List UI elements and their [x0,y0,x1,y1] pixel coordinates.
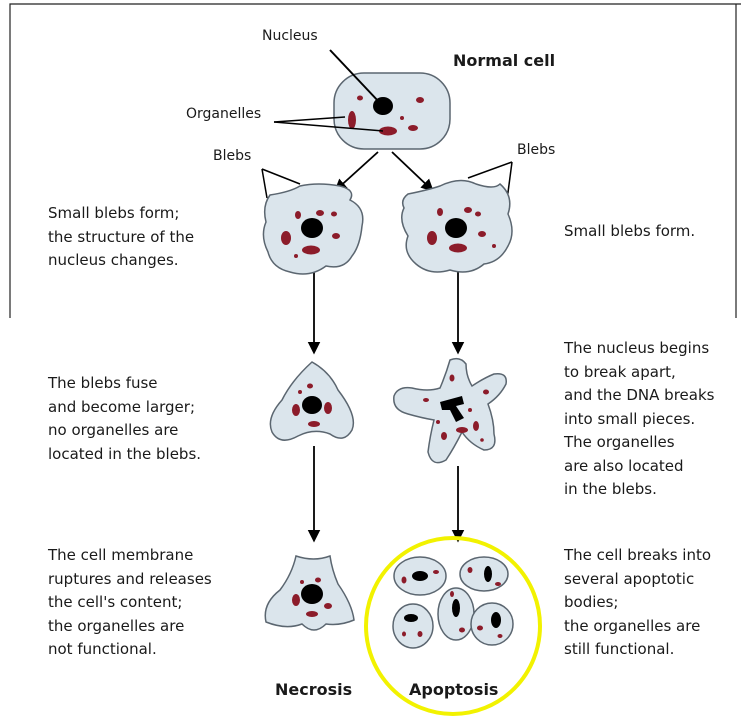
arrow-to-necrosis-stage1 [336,152,378,190]
caption-apoptosis-stage1: Small blebs form. [564,220,695,244]
apoptotic-body-5 [471,603,513,645]
normal-cell [334,73,450,149]
caption-necrosis-stage3: The cell membrane ruptures and releases … [48,544,212,662]
necrosis-label: Necrosis [275,680,352,699]
apoptosis-label: Apoptosis [409,680,498,699]
apoptotic-body-4 [438,588,474,640]
necrosis-stage2-nucleus [302,396,322,414]
apoptotic-body-2 [460,557,508,591]
blebs-left-pointer-1 [262,169,267,198]
necrosis-stage3-nucleus [301,584,323,604]
apoptotic-body-1 [394,557,446,595]
apoptosis-stage1-nucleus [445,218,467,238]
necrosis-cell-stage2 [270,362,353,440]
necrosis-cell-stage1 [263,184,362,274]
necrosis-cell-stage3 [265,556,354,630]
normal-cell-label: Normal cell [453,51,555,70]
arrow-to-apoptosis-stage1 [392,152,432,190]
caption-necrosis-stage2: The blebs fuse and become larger; no org… [48,372,201,466]
caption-apoptosis-stage3: The cell breaks into several apoptotic b… [564,544,711,662]
blebs-right-pointer-1 [468,162,512,178]
apoptotic-bodies [393,557,513,648]
blebs-left-label: Blebs [213,148,251,164]
caption-apoptosis-stage2: The nucleus begins to break apart, and t… [564,337,714,502]
nucleus-label: Nucleus [262,28,318,44]
organelles-label: Organelles [186,106,261,122]
apoptotic-body-3 [393,604,433,648]
blebs-right-label: Blebs [517,142,555,158]
apoptosis-cell-stage2 [394,359,506,463]
blebs-left-pointer-2 [262,169,300,184]
necrosis-stage1-nucleus [301,218,323,238]
apoptosis-cell-stage1 [402,180,512,272]
caption-necrosis-stage1: Small blebs form; the structure of the n… [48,202,194,273]
